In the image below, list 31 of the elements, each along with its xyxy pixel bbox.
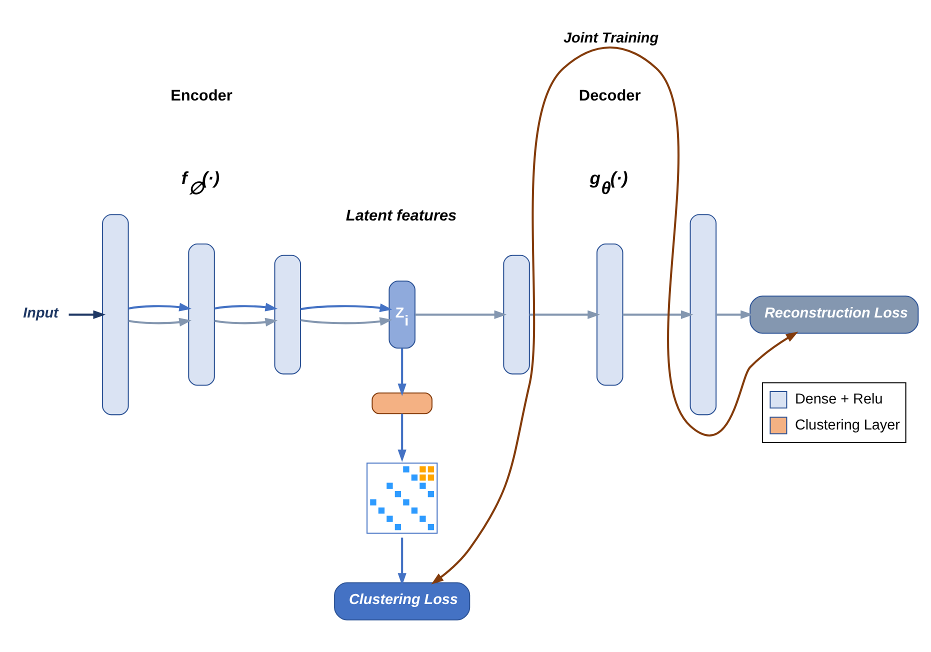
arrow [398,348,406,396]
node-box [690,214,717,416]
arrow [398,538,406,586]
legend-label: Clustering Layer [794,417,900,434]
node-box [274,254,302,374]
node-box: Clustering Loss [334,582,470,620]
legend-label: Dense + Relu [794,392,883,408]
node-box [102,214,129,416]
arrow [128,318,192,326]
node-box: Reconstruction Loss [750,296,919,334]
node-box [188,244,215,386]
label: Decoder [578,88,641,105]
arrow [530,310,600,319]
edge-label: Joint Training [563,30,659,47]
arrow [214,318,278,326]
arrow [68,310,106,319]
label: Latent features [346,207,457,224]
node-text: Input [23,305,58,322]
arrow [716,310,754,319]
node-box [596,244,624,386]
arrow [128,302,192,312]
node-box [503,254,530,374]
arrow [214,302,278,312]
arrow [415,310,507,319]
label: Encoder [170,88,232,105]
arrow [300,304,392,312]
node-box [372,392,432,414]
arrow [622,310,694,319]
arrow [398,414,406,462]
arrow [431,46,798,584]
arrow [300,317,392,326]
